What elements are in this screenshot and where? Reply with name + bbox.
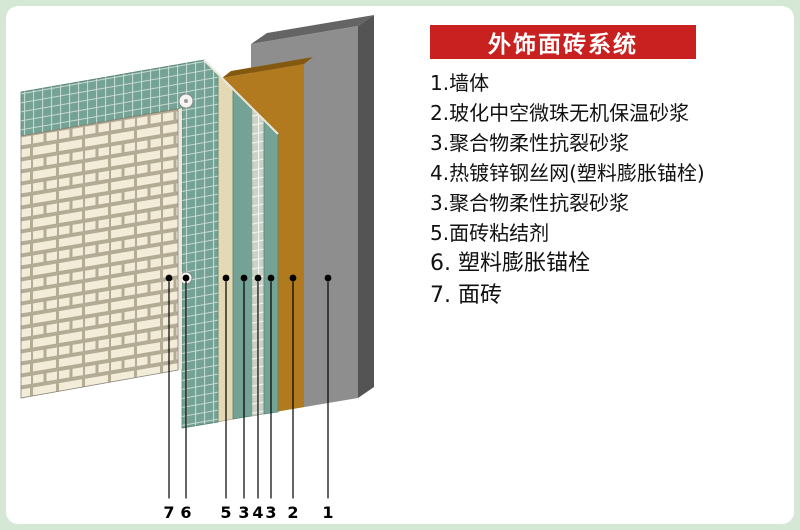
callouts: 7 6 5 3 4 3 2 1 [163, 274, 334, 522]
anticrack-surface-mesh [21, 60, 218, 428]
wall-top-face [251, 15, 374, 44]
legend-item-wall: 1.墙体 [430, 71, 490, 95]
callout-dot-5 [222, 274, 230, 282]
anchor-cap-center [184, 99, 188, 103]
layer-anticrack-mortar-inner [232, 88, 253, 420]
callout-number-7: 7 [163, 503, 174, 522]
mesh-strip-grid [252, 108, 264, 416]
callout-dot-2 [289, 274, 297, 282]
legend-item-face-tile: 7. 面砖 [430, 283, 502, 308]
anchor-cap-top [178, 93, 194, 109]
title-banner: 外饰面砖系统 [430, 25, 696, 59]
legend-item-tile-adhesive: 5.面砖粘结剂 [430, 221, 550, 245]
legend-list: 1.墙体 2.玻化中空微珠无机保温砂浆 3.聚合物柔性抗裂砂浆 4.热镀锌钢丝网… [430, 68, 794, 312]
callout-number-4: 4 [252, 503, 263, 522]
layer-face-tile [20, 108, 182, 399]
legend-item-wire-mesh: 4.热镀锌钢丝网(塑料膨胀锚栓) [430, 161, 705, 185]
page-title: 外饰面砖系统 [488, 32, 638, 58]
wall-system-diagram: 7 6 5 3 4 3 2 1 [20, 15, 374, 522]
callout-dot-3b [267, 274, 275, 282]
callout-dot-7 [165, 274, 173, 282]
tile-edge-face [178, 108, 182, 370]
callout-dot-4 [254, 274, 262, 282]
callout-dot-6 [182, 274, 190, 282]
legend-item-insulation-mortar: 2.玻化中空微珠无机保温砂浆 [430, 101, 690, 125]
insulation-top-face [222, 57, 313, 78]
layer-anticrack-surface [20, 59, 279, 429]
callout-number-2: 2 [287, 503, 298, 522]
callout-dot-1 [324, 274, 332, 282]
wall-right-face [358, 15, 374, 398]
callout-dot-3a [240, 274, 248, 282]
tile-front-face [20, 108, 179, 399]
legend-item-anticrack-mortar-2: 3.聚合物柔性抗裂砂浆 [430, 191, 630, 215]
legend-item-anticrack-mortar-1: 3.聚合物柔性抗裂砂浆 [430, 131, 630, 155]
callout-number-6: 6 [180, 503, 191, 522]
callout-number-3b: 3 [265, 503, 276, 522]
layer-steel-wire-mesh [251, 107, 265, 417]
callout-number-3a: 3 [238, 503, 249, 522]
chamfer-edge [203, 59, 279, 135]
content-card: 7 6 5 3 4 3 2 1 外饰面砖系统 1.墙体 2.玻化中空微珠无机保温… [6, 6, 794, 524]
callout-number-5: 5 [220, 503, 231, 522]
legend-item-expansion-anchor: 6. 塑料膨胀锚栓 [430, 251, 590, 276]
callout-number-1: 1 [322, 503, 333, 522]
